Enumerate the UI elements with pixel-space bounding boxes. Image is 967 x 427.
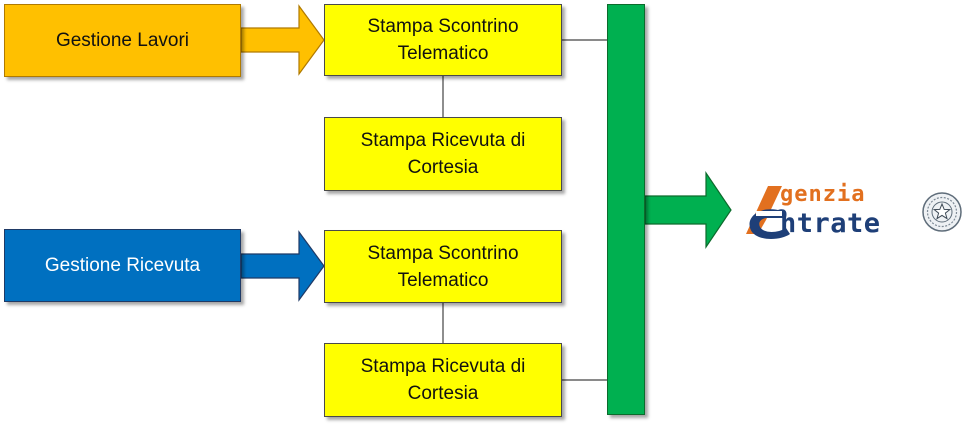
node-ricevuta-2: Stampa Ricevuta di Cortesia xyxy=(324,343,562,417)
arrow-ricevuta xyxy=(240,230,325,302)
node-ricevuta-2-label: Stampa Ricevuta di Cortesia xyxy=(360,356,526,404)
node-gestione-ricevuta: Gestione Ricevuta xyxy=(4,229,241,302)
arrow-lavori xyxy=(240,4,325,76)
green-bus-bar xyxy=(607,4,645,415)
node-scontrino-2: Stampa Scontrino Telematico xyxy=(324,230,562,303)
emblem-icon xyxy=(922,192,962,232)
node-gestione-ricevuta-label: Gestione Ricevuta xyxy=(44,255,201,276)
arrow-to-agenzia xyxy=(644,171,732,249)
node-ricevuta-1-label: Stampa Ricevuta di Cortesia xyxy=(360,130,526,178)
node-scontrino-2-label: Stampa Scontrino Telematico xyxy=(367,242,519,291)
node-gestione-lavori-label: Gestione Lavori xyxy=(55,30,190,51)
node-ricevuta-1: Stampa Ricevuta di Cortesia xyxy=(324,117,562,191)
node-gestione-lavori: Gestione Lavori xyxy=(4,4,241,77)
agenzia-entrate-logo: genzia ntrate xyxy=(738,180,964,246)
logo-text-entrate: ntrate xyxy=(780,208,881,239)
node-scontrino-1-label: Stampa Scontrino Telematico xyxy=(367,16,519,64)
logo-text-agenzia: genzia xyxy=(780,182,866,207)
node-scontrino-1: Stampa Scontrino Telematico xyxy=(324,4,562,76)
agenzia-entrate-mark-icon xyxy=(746,186,962,239)
